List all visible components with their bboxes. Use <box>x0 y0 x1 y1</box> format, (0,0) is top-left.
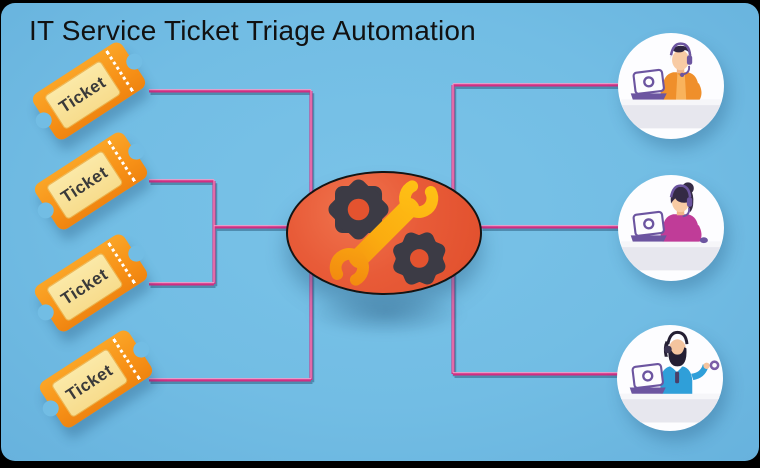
agent-node-1 <box>618 33 724 139</box>
wrench <box>329 180 439 286</box>
headset-icon <box>669 184 693 218</box>
gear-large <box>328 179 389 240</box>
laptop-icon <box>632 68 665 95</box>
ring-icon <box>709 360 720 371</box>
ticket-node-3: Ticket <box>31 231 151 335</box>
ticket-label: Ticket <box>62 360 117 405</box>
desk-icon <box>620 393 720 423</box>
desk-icon <box>621 99 721 129</box>
ticket-label: Ticket <box>57 264 112 309</box>
gear-wrench-icon <box>328 179 446 286</box>
ticket-label: Ticket <box>57 162 112 207</box>
laptop-base <box>630 235 667 242</box>
desk-icon <box>621 241 721 271</box>
ticket-node-4: Ticket <box>36 327 156 431</box>
gear-small <box>393 232 446 285</box>
triage-hub-node <box>286 171 482 295</box>
bearded-support-agent-icon <box>620 330 720 423</box>
laptop-icon <box>632 210 665 237</box>
hub-shadow <box>306 291 466 337</box>
ticket-node-2: Ticket <box>31 129 151 233</box>
ticket-label: Ticket <box>55 72 110 117</box>
headset-icon <box>664 330 689 354</box>
male-support-agent-icon <box>621 42 721 129</box>
agent-body <box>660 182 702 245</box>
laptop-icon <box>631 363 664 389</box>
diagram-background: IT Service Ticket Triage Automation <box>1 3 759 461</box>
ticket-node-1: Ticket <box>29 39 149 143</box>
page-title: IT Service Ticket Triage Automation <box>29 15 476 46</box>
female-support-agent-icon <box>621 182 721 271</box>
laptop-base <box>630 93 667 100</box>
mouse-icon <box>699 237 708 244</box>
headset-icon <box>669 42 693 77</box>
agent-node-3 <box>617 325 723 431</box>
laptop-base <box>629 387 666 394</box>
agent-node-2 <box>618 175 724 281</box>
